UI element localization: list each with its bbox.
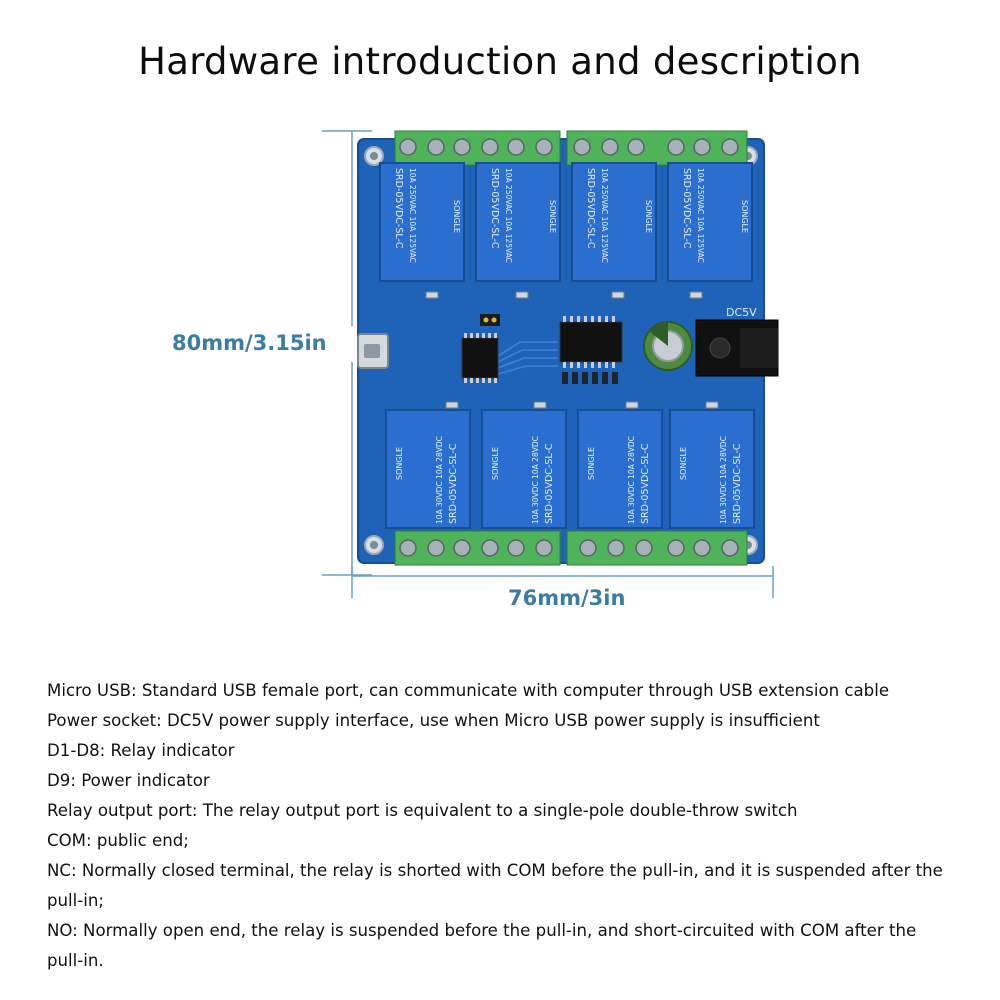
header-pins xyxy=(480,314,500,326)
relay-rating-label: 10A 30VDC 10A 28VDC xyxy=(435,436,444,524)
relay-brand-label: SONGLE xyxy=(740,200,749,233)
relay-model-label: SRD-05VDC-SL-C xyxy=(585,168,596,249)
relay-model-label: SRD-05VDC-SL-C xyxy=(732,443,743,524)
terminal-blocks-top xyxy=(394,130,748,166)
description-line: NO: Normally open end, the relay is susp… xyxy=(47,921,917,970)
description-block: Micro USB: Standard USB female port, can… xyxy=(47,676,957,976)
relay-rating-label: 10A 30VDC 10A 28VDC xyxy=(719,436,728,524)
usb-controller-chip xyxy=(461,337,499,379)
relays-top xyxy=(379,162,753,282)
relay-brand-label: SONGLE xyxy=(452,200,461,233)
description-line: D9: Power indicator xyxy=(47,771,210,790)
relay-brand-label: SONGLE xyxy=(491,447,500,480)
relay-rating-label: 10A 250VAC 10A 125VAC xyxy=(600,168,609,263)
width-dimension-line xyxy=(351,566,774,598)
electrolytic-capacitor xyxy=(643,321,693,371)
relay-model-label: SRD-05VDC-SL-C xyxy=(681,168,692,249)
relay-model-label: SRD-05VDC-SL-C xyxy=(544,443,555,524)
description-line: Micro USB: Standard USB female port, can… xyxy=(47,681,890,700)
terminal-blocks-bottom xyxy=(394,530,748,566)
relay-rating-label: 10A 30VDC 10A 28VDC xyxy=(627,436,636,524)
relay-rating-label: 10A 250VAC 10A 125VAC xyxy=(504,168,513,263)
relay-brand-label: SONGLE xyxy=(395,447,404,480)
relay-model-label: SRD-05VDC-SL-C xyxy=(448,443,459,524)
description-line: D1-D8: Relay indicator xyxy=(47,741,235,760)
relay-driver-chip xyxy=(559,321,623,363)
relay-brand-label: SONGLE xyxy=(679,447,688,480)
relay-rating-label: 10A 30VDC 10A 28VDC xyxy=(531,436,540,524)
relay-model-label: SRD-05VDC-SL-C xyxy=(393,168,404,249)
description-line: COM: public end; xyxy=(47,831,189,850)
relay-rating-label: 10A 250VAC 10A 125VAC xyxy=(408,168,417,263)
relay-model-label: SRD-05VDC-SL-C xyxy=(640,443,651,524)
power-label: DC5V xyxy=(726,306,757,319)
description-line: NC: Normally closed terminal, the relay … xyxy=(47,861,943,910)
dc-power-jack xyxy=(695,319,779,377)
width-dimension-label: 76mm/3in xyxy=(508,586,626,610)
relay-indicator-leds xyxy=(425,291,719,409)
relay-brand-label: SONGLE xyxy=(548,200,557,233)
description-line: Relay output port: The relay output port… xyxy=(47,801,798,820)
relays-bottom xyxy=(385,409,755,529)
relay-rating-label: 10A 250VAC 10A 125VAC xyxy=(696,168,705,263)
description-line: Power socket: DC5V power supply interfac… xyxy=(47,711,820,730)
relay-model-label: SRD-05VDC-SL-C xyxy=(489,168,500,249)
relay-brand-label: SONGLE xyxy=(644,200,653,233)
height-dimension-label: 80mm/3.15in xyxy=(172,331,327,355)
relay-brand-label: SONGLE xyxy=(587,447,596,480)
page-title: Hardware introduction and description xyxy=(138,40,862,83)
height-dimension-line xyxy=(322,130,372,576)
resistor-array xyxy=(562,372,618,384)
